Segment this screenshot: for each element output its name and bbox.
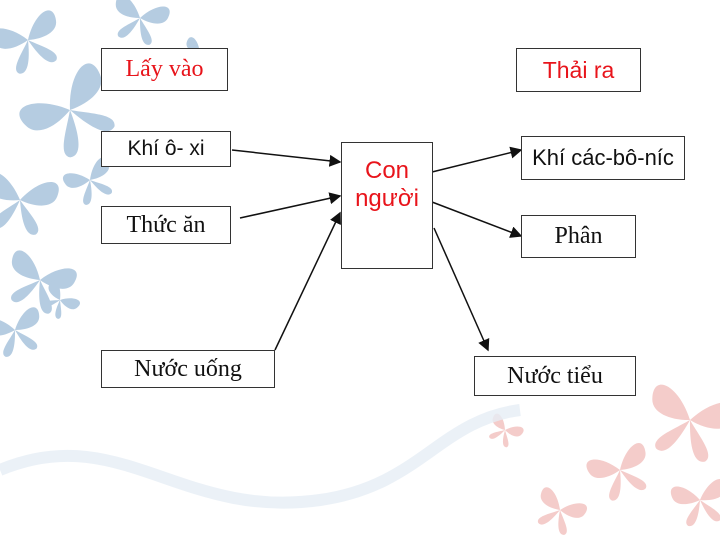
input-water-box: Nước uống: [101, 350, 275, 388]
output-feces-box: Phân: [521, 215, 636, 258]
output-header: Thải ra: [516, 48, 641, 92]
input-food-box: Thức ăn: [101, 206, 231, 244]
output-co2-box: Khí các-bô-níc: [521, 136, 685, 180]
intake-header: Lấy vào: [101, 48, 228, 91]
human-box: Con người: [341, 142, 433, 269]
human-label-line1: Con: [364, 157, 410, 184]
human-label: Con người: [355, 157, 419, 213]
output-urine-box: Nước tiểu: [474, 356, 636, 396]
input-oxygen-box: Khí ô- xi: [101, 131, 231, 167]
human-label-line2: người: [355, 185, 419, 212]
decorative-swirl: [0, 404, 521, 509]
